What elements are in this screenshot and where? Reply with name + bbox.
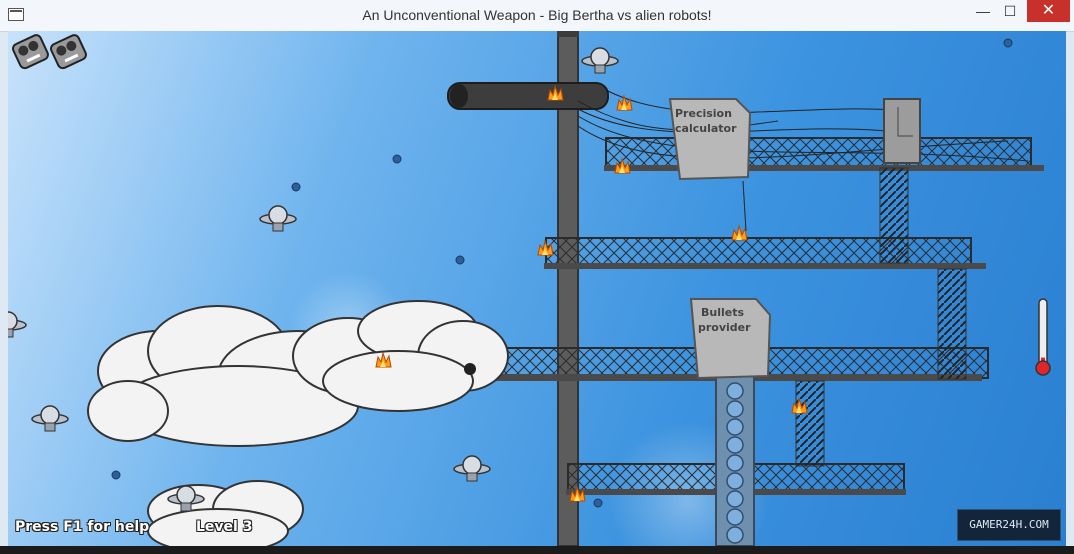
fire [614,157,631,174]
ufo-robot[interactable] [453,455,491,482]
bullets-provider-label: provider [698,321,751,334]
minimize-button[interactable]: — [976,3,990,19]
fire [547,84,564,101]
window-icon[interactable] [8,8,24,21]
control-box [883,98,921,164]
cloud-middle [292,300,509,412]
life-icon [50,34,87,70]
bullet [726,508,744,526]
lives-indicator [12,34,87,70]
bullet [726,490,744,508]
bullet [726,400,744,418]
ufo-robot[interactable] [8,311,27,338]
game-canvas[interactable]: Precision calculator Bullets provider [8,31,1066,546]
bullet [726,472,744,490]
gunner [464,363,476,375]
calculator-cable [742,180,747,232]
fire [537,239,554,256]
window-bottom-edge [0,546,1074,554]
fire [375,351,392,368]
bullets-provider-label: Bullets [701,306,744,319]
control-box-detail [897,107,913,137]
ufo-robot[interactable] [581,47,619,74]
support-column [937,268,967,380]
window-title: An Unconventional Weapon - Big Bertha vs… [362,7,712,23]
fires [375,84,808,502]
ufo-robot[interactable] [167,485,205,512]
title-bar[interactable]: An Unconventional Weapon - Big Bertha vs… [0,0,1074,32]
support-column [795,380,825,467]
platform-middle-rail [374,374,982,381]
bullets-provider[interactable]: Bullets provider [689,298,772,380]
bullet [726,526,744,544]
precision-calculator-label: Precision [675,107,732,120]
watermark-logo: GAMER24H.COM [957,509,1061,541]
main-pole [557,31,579,546]
bubbles [111,38,1013,508]
platform-top [605,137,1032,169]
fire [731,224,748,241]
cannon-barrel[interactable] [447,82,609,110]
alien-robots [8,47,619,512]
life-icon [12,34,49,70]
support-column [879,167,909,264]
level-indicator: Level 3 [196,519,253,535]
fire [791,397,808,414]
temperature-gauge [1035,298,1051,376]
platform-top-rail [604,165,1044,171]
bullet [726,382,744,400]
platform-upper-rail [544,263,986,269]
cannon-muzzle [450,84,468,108]
ufo-robot[interactable] [259,205,297,232]
pole-cap [557,31,579,37]
help-hint: Press F1 for help [15,519,150,535]
ufo-robot[interactable] [31,405,69,432]
bullet [726,436,744,454]
precision-calculator[interactable]: Precision calculator [668,98,752,181]
game-scene: Precision calculator Bullets provider [8,31,1051,546]
close-button[interactable]: ✕ [1027,0,1070,22]
precision-calculator-label: calculator [675,122,737,135]
bullet [726,454,744,472]
bullet [726,418,744,436]
fire [616,94,633,111]
cloud-bottom [147,480,304,546]
fire [569,485,586,502]
maximize-button[interactable]: ☐ [1003,3,1017,19]
bullet-chain [726,382,744,544]
